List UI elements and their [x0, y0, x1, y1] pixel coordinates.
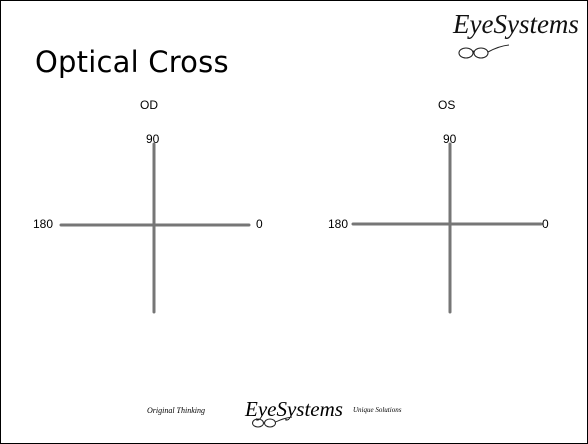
od-90-degree-label: 90: [146, 132, 160, 146]
brand-logo-text: EyeSystems: [453, 9, 579, 39]
os-180-degree-label: 180: [328, 217, 349, 231]
od-180-degree-label: 180: [33, 217, 54, 231]
footer-eyeglasses-icon: [252, 416, 293, 428]
os-90-degree-label: 90: [443, 132, 457, 146]
footer-tagline-right: Unique Solutions: [353, 406, 402, 414]
footer-logo-text: EyeSystems: [245, 397, 343, 421]
eyeglasses-icon: [458, 44, 510, 59]
os-0-degree-label: 0: [542, 217, 549, 231]
od-0-degree-label: 0: [256, 217, 263, 231]
footer-tagline-left: Original Thinking: [147, 406, 206, 415]
os-eye-label: OS: [438, 98, 456, 112]
od-eye-label: OD: [140, 98, 158, 112]
slide-title: Optical Cross: [35, 45, 229, 79]
